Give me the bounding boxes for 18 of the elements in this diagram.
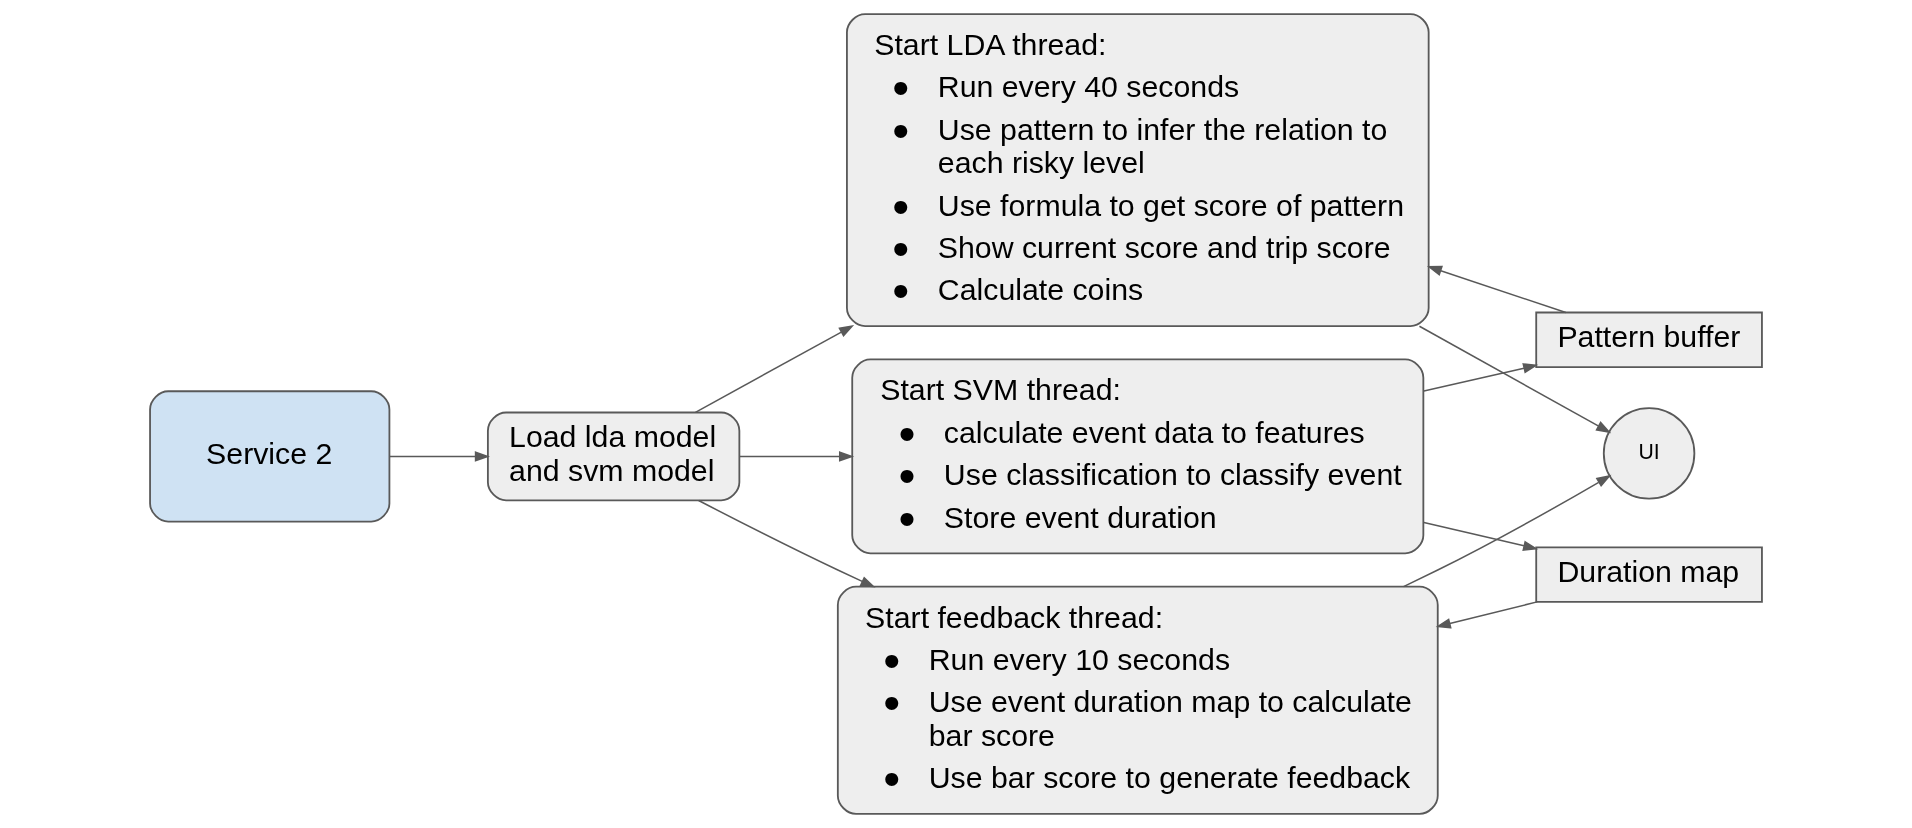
arrow xyxy=(1435,601,1538,629)
arrow xyxy=(694,325,855,414)
node-box: Pattern buffer xyxy=(1535,311,1763,368)
arrow xyxy=(1402,474,1612,588)
arrow xyxy=(1423,363,1539,392)
arrow xyxy=(388,451,490,462)
node-box: Start LDA thread: ● Run every 40 seconds ● Use pattern to infer the relation to each risky level ● Use formula to get score of pattern ● Show current score and trip score ● Calculate coins xyxy=(846,13,1430,328)
arrow xyxy=(1426,265,1567,314)
node-circle: UI xyxy=(1602,407,1696,500)
node-box: Duration map xyxy=(1535,546,1763,603)
node-box: Load lda model and svm model xyxy=(486,411,741,502)
arrow xyxy=(1423,521,1539,551)
arrow xyxy=(739,451,855,462)
arrow xyxy=(1418,325,1612,434)
node-box: Start SVM thread: ● calculate event data to features ● Use classification to classify event ● Store event duration xyxy=(851,358,1425,555)
arrow xyxy=(697,499,876,588)
node-box: Service 2 xyxy=(149,390,391,523)
node-box: Start feedback thread: ● Run every 10 seconds ● Use event duration map to calculate bar score ● Use bar score to generate feedback xyxy=(836,585,1439,815)
